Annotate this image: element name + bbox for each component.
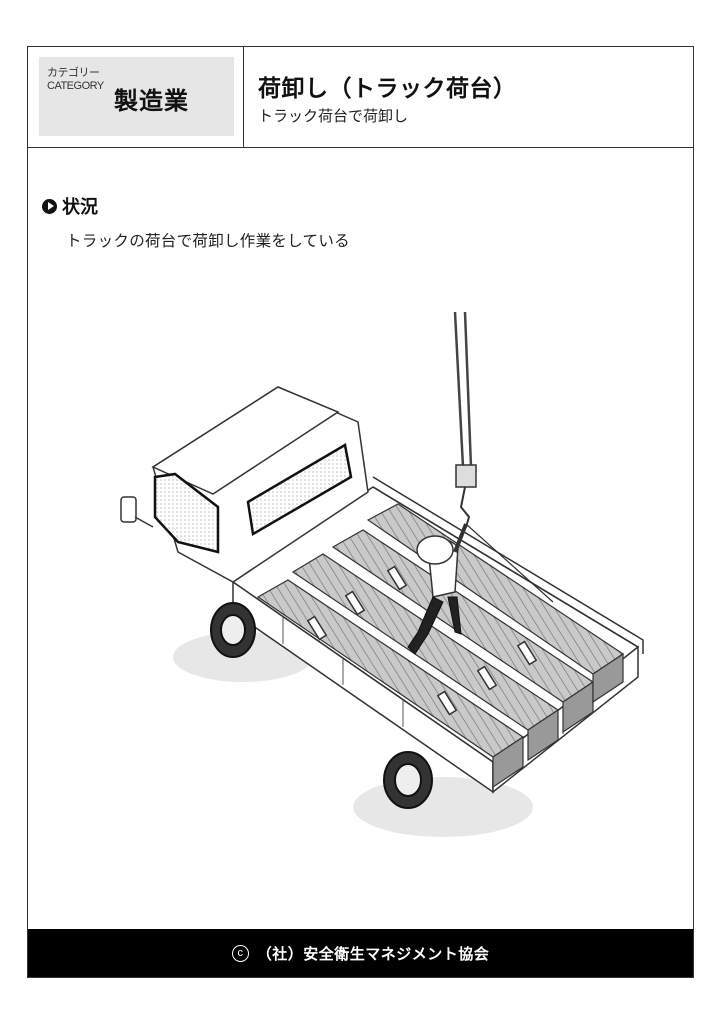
crane-hook-block [455, 464, 477, 488]
crane-rope [453, 311, 473, 468]
category-value: 製造業 [114, 87, 189, 115]
helmet [416, 535, 454, 565]
copyright-icon: c [231, 944, 249, 962]
page-title: 荷卸し（トラック荷台） [258, 76, 517, 102]
page-frame: カテゴリー CATEGORY 製造業 荷卸し（トラック荷台） トラック荷台で荷卸… [27, 46, 694, 978]
rear-window [246, 443, 353, 537]
truck-cab [120, 386, 369, 583]
truck-unloading-illustration [120, 311, 644, 837]
side-mirror [120, 496, 137, 523]
worker [407, 523, 554, 655]
category-cell: カテゴリー CATEGORY 製造業 [28, 47, 244, 147]
title-cell: 荷卸し（トラック荷台） トラック荷台で荷卸し [244, 47, 693, 147]
lumber-slings [306, 565, 538, 716]
situation-heading: 状況 [42, 193, 98, 219]
windshield [153, 472, 220, 554]
category-label-jp: カテゴリー [47, 66, 100, 79]
footer-bar: c （社）安全衛生マネジメント協会 [28, 929, 693, 977]
truck-wheels [210, 602, 433, 809]
category-label-en: CATEGORY [47, 80, 104, 92]
crane-hook [459, 486, 471, 528]
page-header: カテゴリー CATEGORY 製造業 荷卸し（トラック荷台） トラック荷台で荷卸… [28, 47, 693, 148]
situation-title: 状況 [62, 197, 98, 218]
play-circle-icon [42, 198, 57, 214]
situation-description: トラックの荷台で荷卸し作業をしている [66, 232, 350, 250]
page-subtitle: トラック荷台で荷卸し [258, 107, 409, 125]
footer-copyright: （社）安全衛生マネジメント協会 [256, 944, 490, 963]
category-box: カテゴリー CATEGORY 製造業 [39, 57, 234, 136]
